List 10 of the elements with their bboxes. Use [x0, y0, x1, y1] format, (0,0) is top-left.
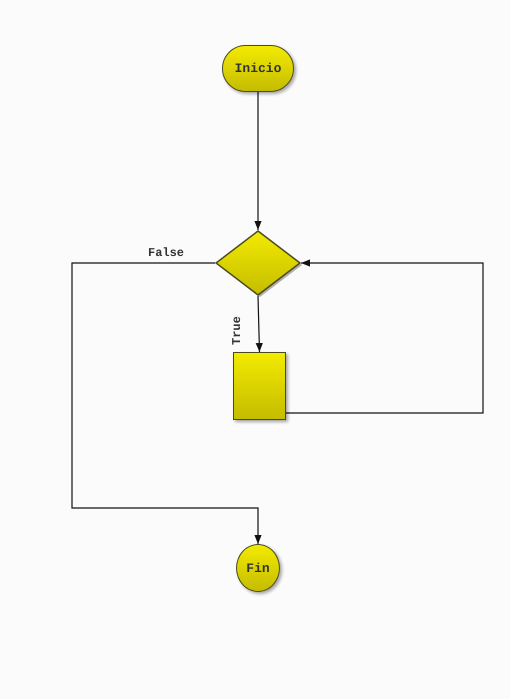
arrow	[286, 259, 484, 414]
arrow	[71, 262, 262, 544]
process-box	[233, 352, 286, 420]
arrow	[256, 296, 263, 352]
node-label: Inicio	[234, 61, 282, 76]
node-label: Fin	[246, 560, 270, 576]
terminal-pill	[222, 45, 294, 92]
arrow	[254, 92, 262, 230]
terminal-circle	[236, 544, 280, 592]
decision-diamond	[215, 230, 301, 296]
